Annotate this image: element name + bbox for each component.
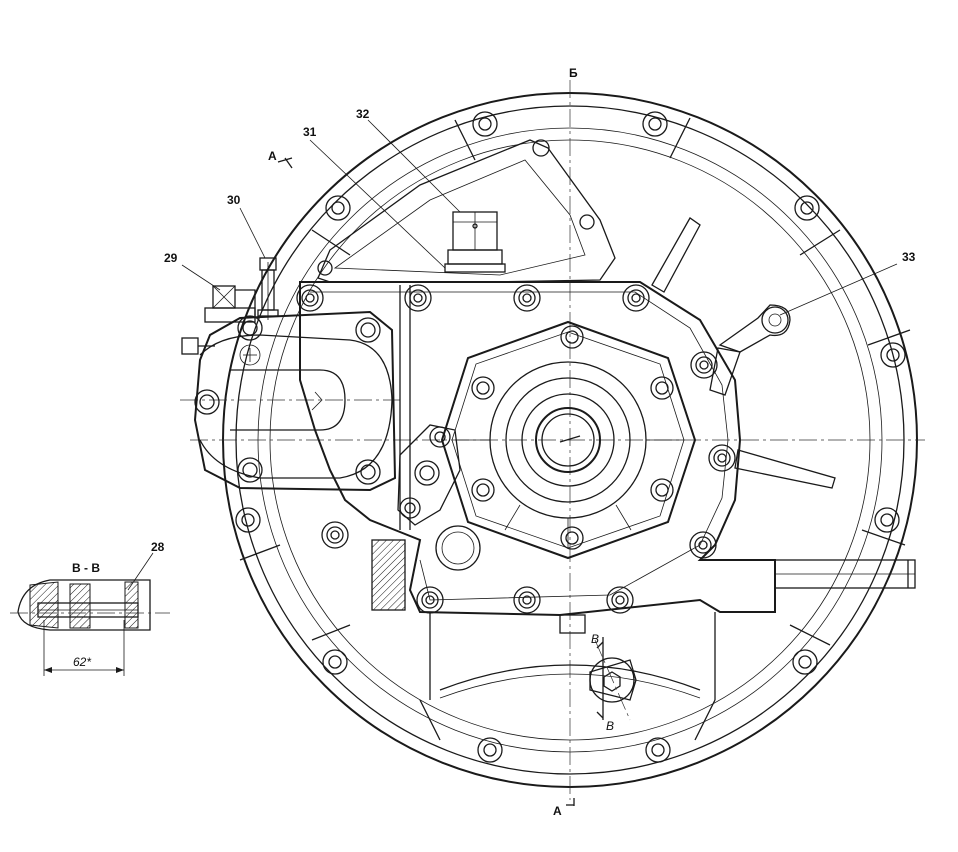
label-section-title: В - В xyxy=(72,561,100,575)
section-vv-inset xyxy=(10,579,170,676)
section-markers xyxy=(277,157,575,806)
label-part-32: 32 xyxy=(356,107,370,121)
label-section-b-top: Б xyxy=(569,66,578,80)
label-section-a-bottom: А xyxy=(553,804,562,818)
label-part-31: 31 xyxy=(303,125,317,139)
body-bolts xyxy=(296,284,736,614)
centre-axes xyxy=(180,80,925,800)
label-dimension: 62* xyxy=(73,655,91,669)
label-part-30: 30 xyxy=(227,193,241,207)
label-section-v-upper: В xyxy=(591,632,599,646)
front-cover xyxy=(181,257,397,492)
flange-bolt-bosses xyxy=(235,111,906,763)
bearing-cover xyxy=(440,320,697,560)
levers xyxy=(651,217,836,489)
label-section-v-lower: В xyxy=(606,719,614,733)
section-detail-vv xyxy=(589,637,637,721)
callout-labels: 32 31 30 29 33 28 Б А А В В В - В 62* xyxy=(72,66,916,818)
label-part-29: 29 xyxy=(164,251,178,265)
part-32-plug xyxy=(444,211,506,273)
label-part-33: 33 xyxy=(902,250,916,264)
side-linkage-plate xyxy=(371,424,481,611)
leader-lines xyxy=(127,119,898,591)
flange-ribs xyxy=(239,117,911,741)
label-section-a-left: А xyxy=(268,149,277,163)
label-part-28: 28 xyxy=(151,540,165,554)
